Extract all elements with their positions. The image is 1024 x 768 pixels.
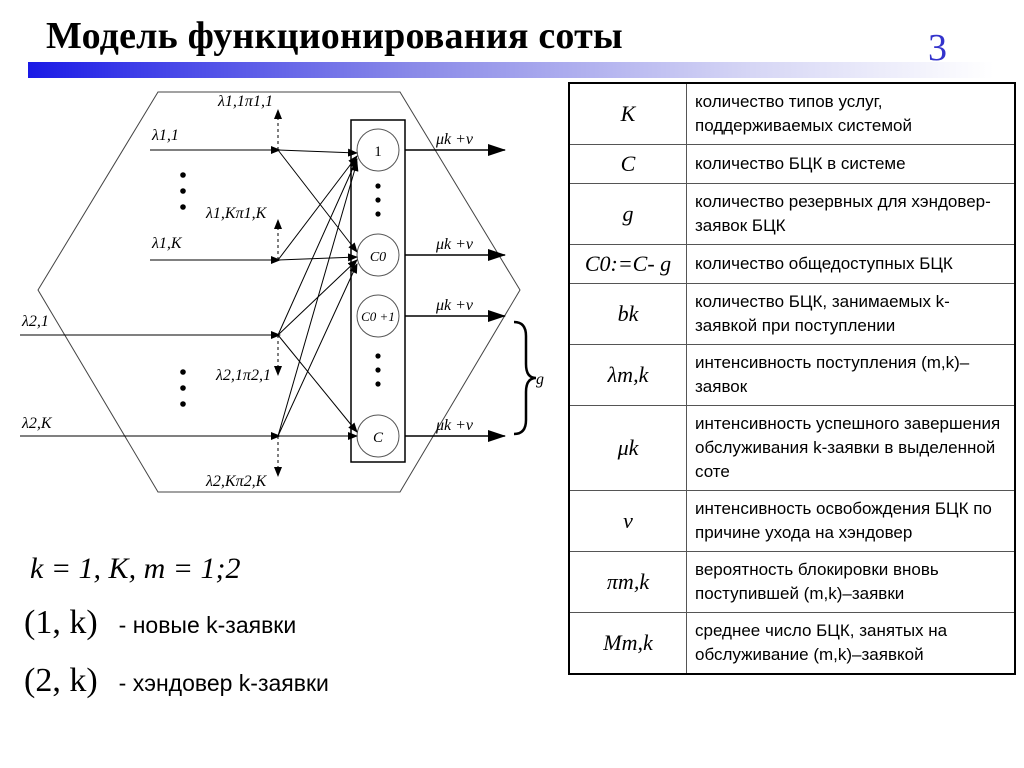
channel-c0-label: C0 — [370, 250, 386, 265]
output-label-c0: μk +ν — [435, 236, 474, 253]
handover-desc: - хэндовер k-заявки — [118, 670, 329, 696]
channel-c-label: C — [373, 430, 384, 446]
slide-number: 3 — [928, 27, 947, 69]
legend-row-handover: (2, k) - хэндовер k-заявки — [24, 662, 329, 700]
cell-hexagon — [37, 91, 521, 493]
output-label-c0p1: μk +ν — [435, 297, 474, 314]
input-ellipsis-dots — [180, 172, 186, 407]
input-label-l2K: λ2,K — [21, 415, 53, 432]
new-pair: (1, k) — [24, 604, 98, 641]
channel-c0p1-label: C0 +1 — [361, 309, 395, 324]
table-symbol: C0:=C- g — [568, 244, 687, 284]
table-symbol: K — [568, 82, 687, 145]
output-arrows — [405, 144, 506, 442]
table-desc: интенсивность успешного завершения обслу… — [686, 405, 1016, 491]
page-title: Модель функционирования соты — [46, 15, 623, 57]
table-desc: количество общедоступных БЦК — [686, 244, 1016, 284]
table-symbol: λm,k — [568, 344, 687, 406]
table-desc: количество резервных для хэндовер-заявок… — [686, 183, 1016, 245]
handover-pair: (2, k) — [24, 662, 98, 699]
cell-model-diagram: 1 C0 C0 +1 C — [20, 91, 544, 493]
table-symbol: g — [568, 183, 687, 245]
table-symbol: πm,k — [568, 551, 687, 613]
table-symbol: Mm,k — [568, 612, 687, 675]
table-desc: интенсивность поступления (m,k)–заявок — [686, 344, 1016, 406]
notation-legend: k = 1, K, m = 1;2 (1, k) - новые k-заявк… — [0, 540, 560, 740]
table-desc: количество типов услуг, поддерживаемых с… — [686, 82, 1016, 145]
index-formula: k = 1, K, m = 1;2 — [30, 552, 241, 585]
table-desc: вероятность блокировки вновь поступившей… — [686, 551, 1016, 613]
channel-ellipsis-dots — [375, 183, 381, 387]
blocked-label-b2K: λ2,Kπ2,K — [205, 473, 268, 490]
new-desc: - новые k-заявки — [118, 612, 297, 638]
table-symbol: ν — [568, 490, 687, 552]
blocked-label-b1K: λ1,Kπ1,K — [205, 205, 268, 222]
routing-lines — [277, 148, 359, 440]
table-desc: количество БЦК в системе — [686, 144, 1016, 184]
guard-label: g — [536, 371, 544, 388]
legend-row-new: (1, k) - новые k-заявки — [24, 604, 296, 642]
blocked-label-b11: λ1,1π1,1 — [217, 93, 273, 110]
channel-c0p1-circle — [356, 294, 400, 338]
title-gradient-bar — [28, 62, 994, 78]
blocked-label-b21: λ2,1π2,1 — [215, 367, 271, 384]
table-symbol: μk — [568, 405, 687, 491]
input-label-l1K: λ1,K — [151, 235, 183, 252]
input-arrows — [20, 146, 281, 440]
guard-brace — [513, 320, 537, 436]
input-label-l11: λ1,1 — [151, 127, 179, 144]
table-desc: количество БЦК, занимаемых k-заявкой при… — [686, 283, 1016, 345]
channel-box — [350, 119, 406, 463]
table-symbol: C — [568, 144, 687, 184]
table-desc: среднее число БЦК, занятых на обслуживан… — [686, 612, 1016, 675]
output-label-1: μk +ν — [435, 131, 474, 148]
channel-1-label: 1 — [374, 144, 382, 160]
input-label-l21: λ2,1 — [21, 313, 49, 330]
table-desc: интенсивность освобождения БЦК по причин… — [686, 490, 1016, 552]
output-label-c: μk +ν — [435, 417, 474, 434]
table-symbol: bk — [568, 283, 687, 345]
